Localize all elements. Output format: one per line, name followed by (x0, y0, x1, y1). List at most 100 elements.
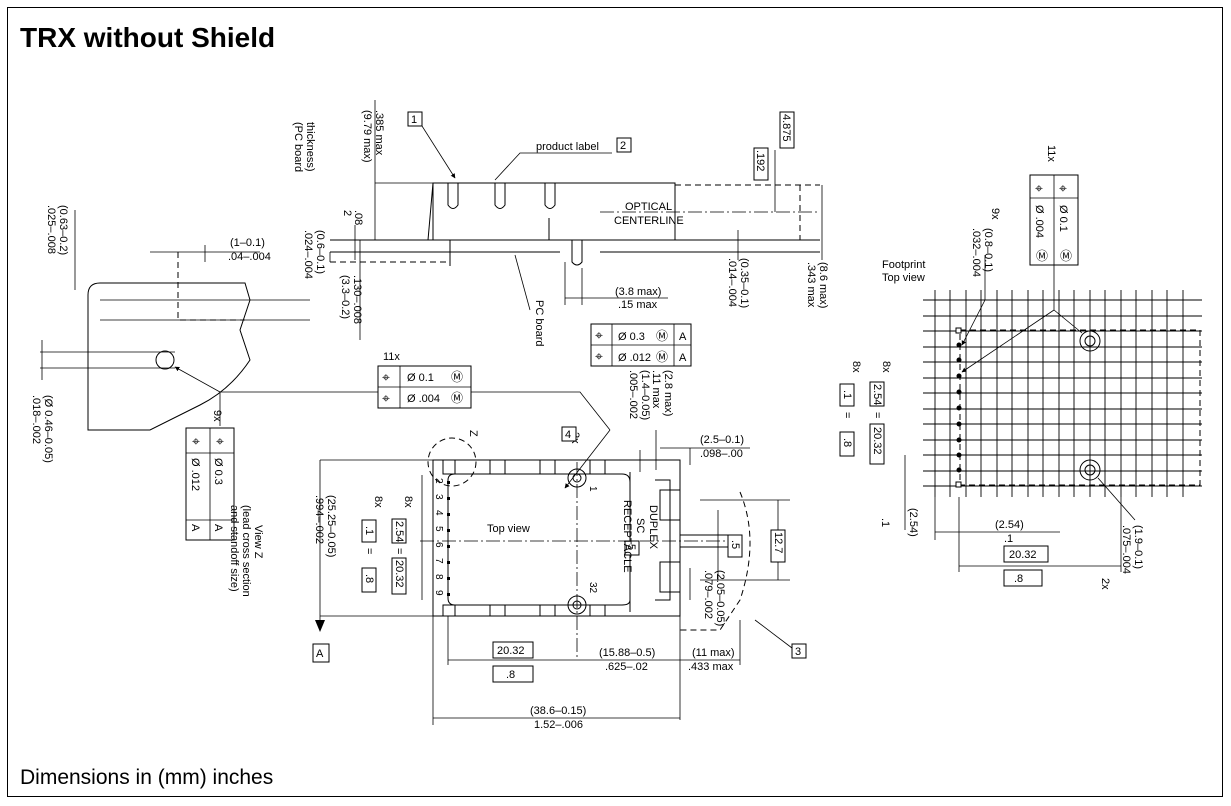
footprint-grid (923, 290, 1202, 497)
svg-text:=: = (871, 412, 883, 418)
pin-slot (494, 183, 506, 209)
svg-text:View Z: View Z (252, 525, 264, 559)
svg-text:(Ø 0.46–0.05): (Ø 0.46–0.05) (42, 395, 54, 463)
svg-text:(0.35–0.1): (0.35–0.1) (738, 258, 750, 308)
svg-text:RECEPTACLE: RECEPTACLE (621, 500, 633, 573)
svg-text:.11 max: .11 max (650, 370, 662, 409)
svg-text:2: 2 (341, 210, 353, 216)
centerline-label: CENTERLINE (614, 215, 684, 227)
svg-text:Ⓜ: Ⓜ (656, 350, 668, 364)
svg-text:.5: .5 (729, 540, 741, 549)
svg-text:(2.54): (2.54) (907, 508, 919, 537)
position-symbol: ⌖ (192, 433, 200, 449)
svg-text:Ø 0.1: Ø 0.1 (1057, 205, 1069, 232)
svg-text:.018–.002: .018–.002 (30, 395, 42, 444)
svg-text:.025–.008: .025–.008 (45, 205, 57, 254)
svg-text:(8.6 max): (8.6 max) (817, 262, 829, 308)
svg-text:(2.54): (2.54) (995, 519, 1024, 531)
svg-text:(PC board: (PC board (292, 122, 304, 172)
svg-text:1: 1 (587, 486, 598, 492)
svg-text:.024–.004: .024–.004 (302, 230, 314, 279)
svg-text:8x: 8x (880, 361, 892, 373)
svg-text:Ⓜ: Ⓜ (451, 391, 463, 405)
svg-text:(0.8–0.1): (0.8–0.1) (982, 228, 994, 272)
svg-text:⌖: ⌖ (382, 369, 390, 385)
datum-a: A (316, 648, 324, 660)
pc-board-label: PC board (533, 300, 545, 346)
svg-text:8x: 8x (850, 361, 862, 373)
datum-a-box (312, 643, 330, 663)
svg-text:4: 4 (433, 510, 444, 516)
svg-text:20.32: 20.32 (871, 427, 883, 455)
svg-text:and standoff size): and standoff size) (228, 505, 240, 592)
svg-text:.994–.002: .994–.002 (313, 495, 325, 544)
svg-text:4: 4 (565, 429, 571, 441)
svg-text:.079–.002: .079–.002 (702, 570, 714, 619)
svg-text:Z: Z (467, 430, 479, 437)
svg-text:A: A (189, 524, 201, 532)
svg-text:8x: 8x (372, 496, 384, 508)
svg-text:Ⓜ: Ⓜ (656, 329, 668, 343)
footprint-view: Footprint Top view 11x ⌖ ⌖ Ø 0.1 Ø .004 … (839, 145, 1202, 590)
svg-text:9x: 9x (211, 410, 223, 422)
svg-text:Ø .004: Ø .004 (407, 393, 440, 405)
connector-hidden-outline (675, 184, 820, 241)
svg-text:.192: .192 (754, 150, 766, 171)
svg-text:4.875: 4.875 (780, 114, 792, 142)
footprint-hole (1079, 459, 1101, 481)
pin-slot (447, 183, 459, 209)
svg-text:Top view: Top view (882, 272, 925, 284)
svg-text:2: 2 (433, 478, 444, 484)
svg-text:(0.6–0.1): (0.6–0.1) (314, 230, 326, 274)
optical-label: OPTICAL (625, 201, 672, 213)
svg-text:DUPLEX: DUPLEX (647, 505, 659, 550)
svg-text:⌖: ⌖ (382, 390, 390, 406)
svg-text:A: A (679, 352, 687, 364)
svg-text:Ⓜ: Ⓜ (1036, 249, 1048, 263)
svg-text:11x: 11x (383, 351, 400, 363)
view-z-tolerance-frame: ⌖ ⌖ Ø 0.3 Ø .012 A A (185, 427, 235, 541)
top-view-label: Top view (487, 523, 530, 535)
page-title: TRX without Shield (20, 22, 276, 53)
svg-text:.08: .08 (352, 210, 364, 225)
svg-text:.1: .1 (879, 518, 891, 527)
svg-text:Ⓜ: Ⓜ (451, 370, 463, 384)
svg-text:A: A (212, 524, 224, 532)
svg-text:.130–.008: .130–.008 (351, 275, 363, 324)
svg-text:3: 3 (795, 646, 801, 658)
svg-text:(1.9–0.1): (1.9–0.1) (1132, 525, 1144, 569)
svg-text:(3.8 max): (3.8 max) (615, 286, 661, 298)
inner-outline (447, 473, 631, 606)
svg-text:Ø .012: Ø .012 (618, 352, 651, 364)
svg-text:thickness): thickness) (304, 122, 316, 172)
svg-text:Ø .012: Ø .012 (189, 458, 201, 491)
tolerance-frame-11x: 11x ⌖ ⌖ Ø 0.1 Ø .004 Ⓜ Ⓜ (377, 351, 472, 409)
callout-1-box (407, 111, 423, 127)
svg-text:12.7: 12.7 (772, 532, 784, 553)
svg-text:11x: 11x (1045, 145, 1057, 162)
side-view: OPTICAL CENTERLINE PC board 1 product la… (292, 100, 829, 346)
svg-text:(38.6–0.15): (38.6–0.15) (530, 705, 586, 717)
drawing-frame (7, 7, 1223, 797)
svg-text:1.52–.006: 1.52–.006 (534, 719, 583, 731)
module-outline-top (432, 459, 681, 617)
svg-text:6: 6 (433, 542, 444, 548)
svg-text:.1: .1 (841, 390, 853, 399)
svg-text:=: = (841, 412, 853, 418)
svg-text:.8: .8 (1014, 573, 1023, 585)
svg-text:=: = (393, 548, 405, 554)
svg-text:Ø 0.3: Ø 0.3 (618, 331, 645, 343)
svg-text:20.32: 20.32 (393, 560, 405, 588)
svg-text:(1.4–0.05): (1.4–0.05) (639, 370, 651, 420)
svg-text:9x: 9x (989, 208, 1001, 220)
units-note: Dimensions in (mm) inches (20, 766, 274, 789)
svg-text:⌖: ⌖ (595, 327, 603, 343)
svg-text:SC: SC (634, 518, 646, 533)
svg-text:.1: .1 (363, 526, 375, 535)
pin-row (447, 481, 450, 596)
svg-text:7: 7 (433, 558, 444, 564)
view-z: (1–0.1) .04–.004 (0.63–0.2) .025–.008 (Ø… (30, 205, 611, 597)
svg-text:⌖: ⌖ (1035, 180, 1043, 196)
callout-1: 1 (411, 114, 417, 126)
